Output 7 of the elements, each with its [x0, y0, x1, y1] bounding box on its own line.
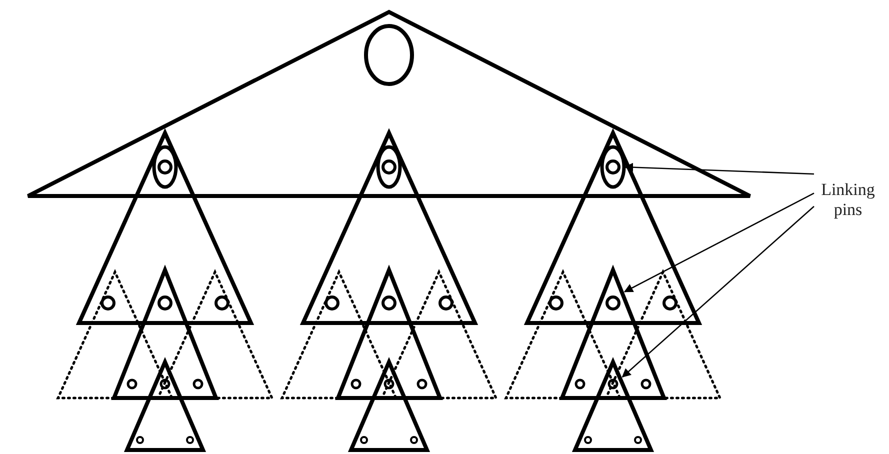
group-triangle — [572, 356, 654, 452]
leader-arrow — [622, 206, 814, 378]
leader-arrow — [624, 192, 814, 292]
group-triangle — [559, 264, 667, 400]
leader-arrow — [624, 162, 814, 175]
linking-pin-oval — [600, 145, 626, 189]
callout-label: Linking pins — [808, 180, 888, 220]
